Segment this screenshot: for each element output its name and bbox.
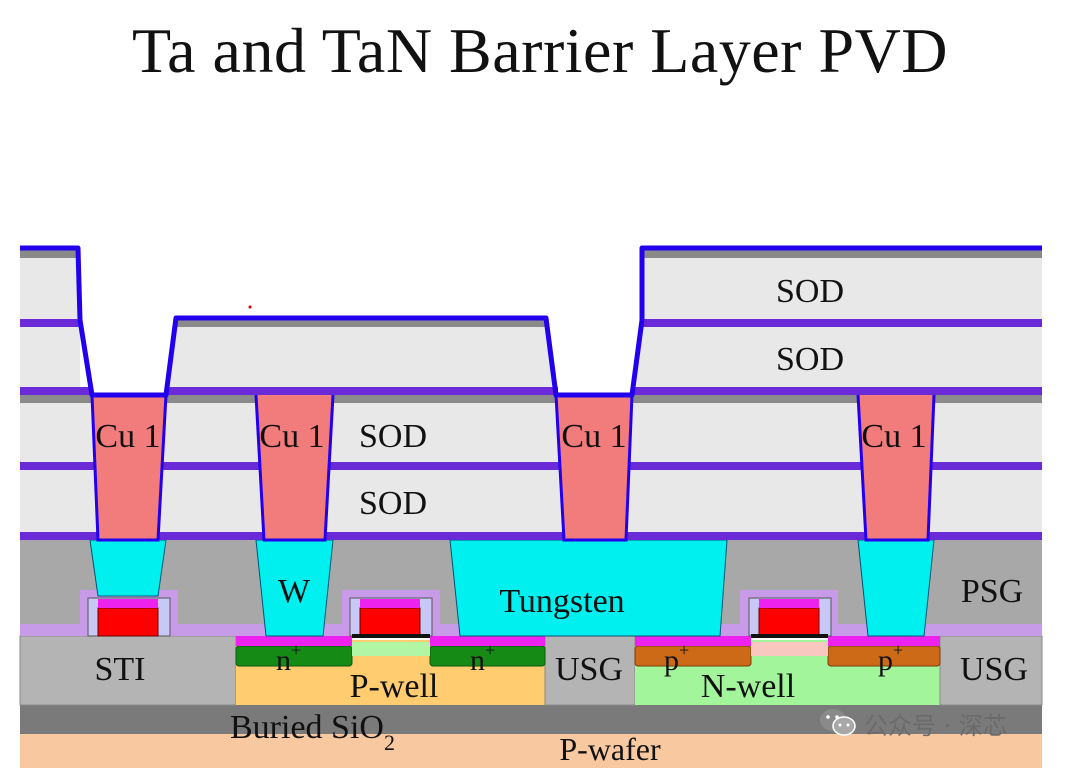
gray-cap-right [642, 250, 1042, 258]
label-n-plus-left: n+ [276, 640, 301, 677]
tungsten-plug-1 [89, 539, 167, 597]
label-cu1-d: Cu 1 [861, 418, 926, 455]
barrier-cu-1 [90, 394, 168, 542]
etch-stop-right-b [632, 387, 1042, 395]
stray-dot [248, 305, 252, 309]
ta-tan-barrier [20, 245, 1042, 398]
sod-block-left-b [20, 258, 78, 319]
p-wafer [20, 734, 1042, 768]
etch-stop-middle [166, 387, 558, 395]
label-sod-mid: SOD [776, 341, 844, 378]
etch-stop-1 [20, 532, 1042, 540]
silicide-n-left [236, 636, 352, 646]
etch-stop-right [642, 319, 1042, 327]
watermark-text: 公众号 · 深芯 [864, 711, 1007, 740]
label-sti: STI [95, 651, 146, 688]
label-p-plus-left: p+ [664, 640, 689, 677]
copper-line-4 [858, 395, 934, 540]
tungsten-plug-4 [857, 539, 935, 637]
gray-cap-left [20, 250, 78, 258]
label-cu1-b: Cu 1 [259, 418, 324, 455]
barrier-cu-2 [254, 394, 335, 542]
gray-cap-1 [20, 395, 1042, 403]
watermark: 公众号 · 深芯 [818, 706, 1007, 740]
gate-oxide-3 [751, 634, 828, 638]
etch-stop-2 [20, 462, 1042, 470]
silicide-p-right [828, 636, 940, 646]
gate-2 [359, 607, 421, 637]
n-channel [352, 642, 430, 656]
label-buried-oxide: Buried SiO2 [230, 709, 395, 755]
label-w: W [278, 573, 311, 610]
gate-silicide-3 [759, 599, 819, 608]
label-usg-right: USG [960, 651, 1028, 688]
copper-line-3 [556, 395, 632, 540]
label-p-well: P-well [350, 668, 439, 705]
etch-stop-left-b [20, 387, 92, 395]
sod-block-left-a [20, 327, 80, 387]
silicide-n-right [430, 636, 545, 646]
label-sod-top: SOD [776, 273, 844, 310]
gate-1 [97, 607, 159, 637]
gate-3 [758, 607, 820, 637]
gate-oxide-2 [352, 634, 430, 638]
buried-oxide [20, 705, 1042, 734]
label-p-wafer: P-wafer [559, 731, 661, 767]
barrier-cu-4 [856, 394, 936, 542]
wechat-icon [820, 709, 856, 736]
sod-block-right-top [642, 258, 1042, 319]
barrier-cu-3 [554, 394, 634, 542]
gate-silicide-1 [98, 599, 158, 608]
label-tungsten: Tungsten [499, 583, 624, 620]
label-p-plus-right: p+ [878, 640, 903, 677]
gate-silicide-2 [360, 599, 420, 608]
page-title: Ta and TaN Barrier Layer PVD [132, 15, 948, 86]
label-sod-lower: SOD [359, 485, 427, 522]
sod-block-middle [168, 327, 554, 387]
silicide-p-left [635, 636, 751, 646]
copper-line-1 [92, 395, 166, 540]
label-n-well: N-well [701, 668, 795, 705]
label-cu1-a: Cu 1 [95, 418, 160, 455]
sod-block-right-mid [636, 327, 1042, 387]
label-cu1-c: Cu 1 [561, 418, 626, 455]
label-usg-mid: USG [555, 651, 623, 688]
label-psg: PSG [961, 573, 1023, 610]
etch-stop-left [20, 319, 80, 327]
gray-cap-middle [176, 320, 546, 327]
p-plus-left [634, 645, 752, 667]
label-n-plus-right: n+ [470, 640, 495, 677]
label-sod-upper: SOD [359, 418, 427, 455]
copper-line-2 [256, 395, 333, 540]
usg-right [939, 635, 1043, 706]
p-channel [751, 642, 828, 656]
